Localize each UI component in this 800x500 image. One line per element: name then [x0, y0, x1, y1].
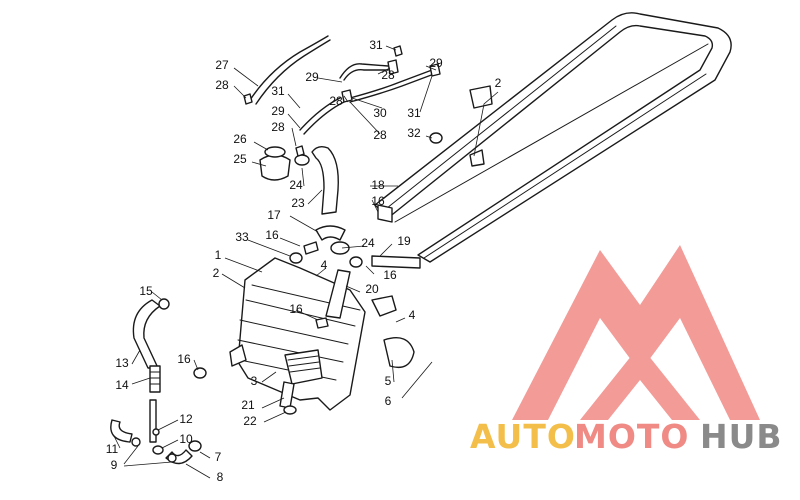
radiator-cap-25 — [259, 154, 291, 181]
automotohub-wordmark: AUTO MOTO HUB — [470, 417, 783, 456]
callout-4-bracket: 4 — [409, 308, 416, 322]
callout-18: 18 — [371, 178, 385, 192]
callout-28-b: 28 — [271, 120, 285, 134]
callout-2-bracket: 2 — [495, 76, 502, 90]
callout-28-e: 28 — [373, 128, 387, 142]
callout-22: 22 — [243, 414, 257, 428]
callout-3: 3 — [251, 374, 258, 388]
callout-28-a: 28 — [215, 78, 229, 92]
cap-7 — [188, 440, 202, 452]
heat-exchanger-rail — [374, 12, 732, 263]
callout-16-bottle: 16 — [177, 352, 191, 366]
callout-21: 21 — [241, 398, 255, 412]
callout-11: 11 — [106, 442, 119, 456]
callout-31-c: 31 — [407, 106, 421, 120]
callout-2-frame: 2 — [213, 266, 220, 280]
drain-plug-22 — [283, 405, 297, 415]
callout-leaders — [113, 45, 499, 479]
callout-9: 9 — [111, 458, 118, 472]
tee-30 — [341, 89, 353, 103]
callout-16-rail: 16 — [371, 194, 385, 208]
fittings-and-clamps — [131, 45, 493, 463]
wordmark-hub: HUB — [700, 417, 783, 456]
cap-seal-26 — [264, 146, 286, 158]
callout-7: 7 — [215, 450, 222, 464]
callout-19: 19 — [397, 234, 411, 248]
callout-14: 14 — [115, 378, 129, 392]
callout-8: 8 — [217, 470, 224, 484]
callout-13: 13 — [115, 356, 129, 370]
cap-15 — [158, 298, 170, 310]
callout-30: 30 — [373, 106, 387, 120]
clamp-9b — [167, 453, 177, 463]
callout-28-c: 28 — [329, 94, 343, 108]
callout-26: 26 — [233, 132, 247, 146]
callout-29-b: 29 — [305, 70, 319, 84]
wordmark-auto: AUTO — [470, 417, 576, 456]
callout-29-a: 29 — [271, 104, 285, 118]
callout-31-b: 31 — [369, 38, 383, 52]
callout-25: 25 — [233, 152, 247, 166]
fitting-28-b — [243, 93, 253, 105]
callout-29-c: 29 — [429, 56, 443, 70]
callout-28-d: 28 — [381, 68, 395, 82]
wordmark-moto: MOTO — [574, 417, 689, 456]
callout-31-a: 31 — [271, 84, 285, 98]
callout-16-c: 16 — [383, 268, 397, 282]
callout-1: 1 — [215, 248, 222, 262]
clip-16-a — [303, 241, 319, 255]
clamp-16-bottle — [193, 367, 207, 379]
callout-6: 6 — [385, 394, 392, 408]
fitting-28-c — [295, 145, 305, 157]
callout-27: 27 — [215, 58, 229, 72]
callout-20: 20 — [365, 282, 379, 296]
callout-17: 17 — [267, 208, 281, 222]
callout-32: 32 — [407, 126, 421, 140]
clamp-24-upper — [294, 154, 310, 166]
callout-16-b: 16 — [289, 302, 303, 316]
callout-labels: 1 2 2 3 4 4 5 6 7 8 9 10 11 12 13 14 15 … — [106, 38, 502, 484]
fitting-10 — [152, 445, 164, 455]
fitting-28-a — [387, 59, 399, 75]
callout-16-a: 16 — [265, 228, 279, 242]
callout-5: 5 — [385, 374, 392, 388]
fan-shroud-5 — [383, 337, 415, 369]
callout-10: 10 — [179, 432, 193, 446]
callout-24-upper: 24 — [289, 178, 303, 192]
fitting-31-top — [393, 45, 403, 57]
clamp-32 — [429, 132, 443, 144]
callout-4-frame: 4 — [321, 258, 328, 272]
clamp-16-c — [349, 256, 363, 268]
clamp-9 — [131, 437, 141, 447]
callout-12: 12 — [179, 412, 193, 426]
callout-33: 33 — [235, 230, 249, 244]
washer-12 — [152, 428, 160, 436]
callout-23: 23 — [291, 196, 305, 210]
clamp-33 — [289, 252, 303, 264]
bracket-2 — [469, 85, 493, 109]
bracket-4 — [371, 295, 397, 317]
clamp-24-lower — [330, 241, 350, 255]
callout-24-lower: 24 — [361, 236, 375, 250]
callout-15: 15 — [139, 284, 153, 298]
clip-16-b — [315, 317, 329, 329]
automotohub-logo-mark — [512, 245, 760, 420]
